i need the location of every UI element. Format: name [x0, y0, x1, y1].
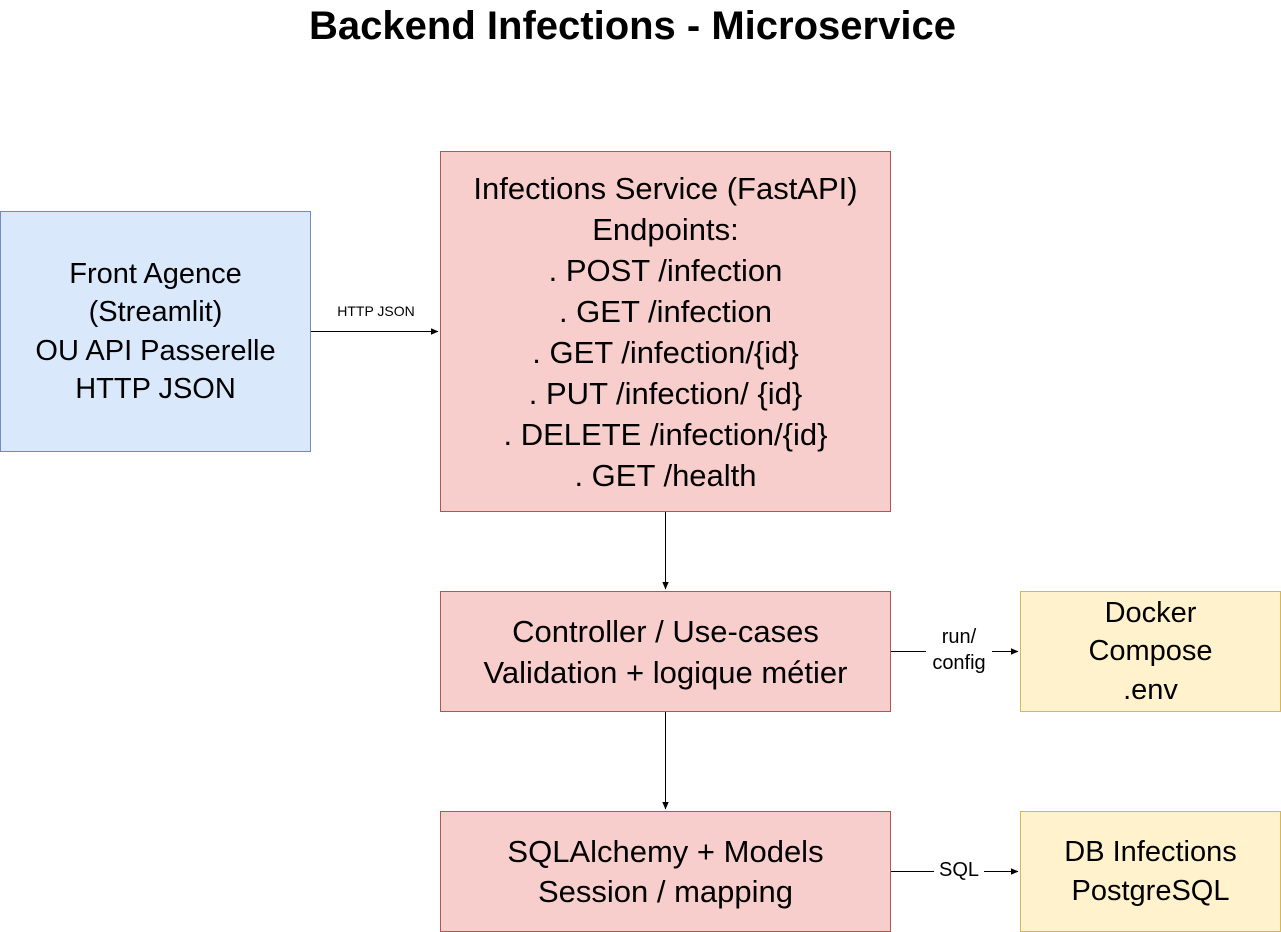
endpoint-line: . POST /infection: [548, 252, 783, 288]
diagram-title: Backend Infections - Microservice: [309, 4, 956, 48]
node-text-line: Controller / Use-cases: [512, 613, 819, 649]
edge-label-line: config: [932, 652, 986, 674]
node-text-line: Docker: [1104, 596, 1197, 629]
node-text-line: Endpoints:: [592, 211, 739, 247]
docker-compose-node[interactable]: Docker Compose .env: [1020, 591, 1281, 712]
node-text-line: Front Agence: [69, 257, 242, 290]
node-text-line: (Streamlit): [88, 296, 223, 328]
endpoint-line: . GET /infection/{id}: [532, 334, 799, 370]
edge-label-sql: SQL: [934, 858, 984, 882]
node-text-line: Compose: [1088, 635, 1213, 668]
node-text-line: Infections Service (FastAPI): [473, 170, 858, 206]
infections-service-node[interactable]: Infections Service (FastAPI) Endpoints: …: [440, 151, 891, 512]
node-text-line: PostgreSQL: [1071, 874, 1230, 907]
node-text-line: HTTP JSON: [75, 373, 236, 405]
front-agence-node[interactable]: Front Agence (Streamlit) OU API Passerel…: [0, 211, 311, 452]
endpoint-line: . DELETE /infection/{id}: [503, 416, 828, 452]
sqlalchemy-node[interactable]: SQLAlchemy + Models Session / mapping: [440, 811, 891, 932]
edge-label-http-json: HTTP JSON: [330, 303, 422, 320]
endpoint-line: . GET /infection: [558, 293, 773, 329]
edge-label-line: run/: [941, 626, 977, 648]
node-text-line: DB Infections: [1064, 836, 1237, 868]
controller-node[interactable]: Controller / Use-cases Validation + logi…: [440, 591, 891, 712]
endpoint-line: . GET /health: [574, 457, 757, 493]
endpoint-line: . PUT /infection/ {id}: [528, 375, 803, 411]
node-text-line: SQLAlchemy + Models: [507, 833, 824, 869]
edge-label-run-config: run/ config: [926, 624, 992, 676]
node-text-line: Validation + logique métier: [483, 654, 848, 690]
node-text-line: Session / mapping: [537, 873, 794, 909]
node-text-line: OU API Passerelle: [35, 334, 276, 367]
db-infections-node[interactable]: DB Infections PostgreSQL: [1020, 811, 1281, 932]
node-text-line: .env: [1123, 673, 1178, 706]
